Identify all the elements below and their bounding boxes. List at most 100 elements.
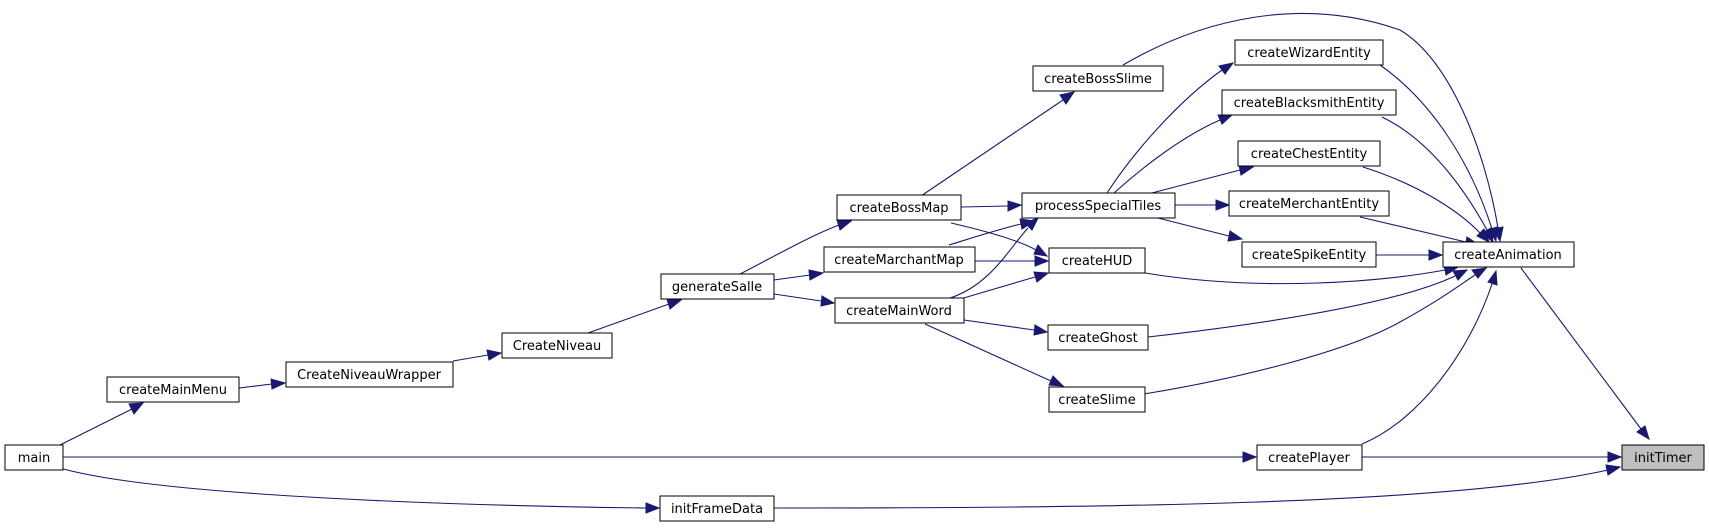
arrowhead-createSpikeEntity	[1227, 230, 1244, 242]
arrowhead-initTimer-3	[1605, 464, 1622, 476]
edge-CreateNiveau-to-generateSalle	[587, 303, 670, 334]
node-label-createMerchantEntity: createMerchantEntity	[1239, 197, 1379, 212]
node-label-createChestEntity: createChestEntity	[1251, 147, 1368, 162]
node-generateSalle[interactable]: generateSalle	[660, 273, 775, 300]
call-graph-edges	[59, 12, 1650, 514]
edge-generateSalle-to-createBossMap	[739, 224, 840, 275]
node-label-initFrameData: initFrameData	[671, 502, 763, 517]
edge-generateSalle-to-createMarchantMap	[773, 274, 811, 281]
arrowhead-createPlayer	[1242, 451, 1258, 463]
arrowhead-CreateNiveau	[486, 349, 503, 361]
edge-createChestEntity-to-createAnimation	[1362, 166, 1481, 234]
node-initFrameData[interactable]: initFrameData	[659, 495, 775, 522]
arrowhead-createHUD-3	[1033, 271, 1050, 283]
edge-createAnimation-to-initTimer	[1520, 267, 1642, 430]
arrowhead-initFrameData	[645, 502, 661, 514]
node-label-CreateNiveau: CreateNiveau	[513, 339, 601, 354]
node-label-createHUD: createHUD	[1062, 254, 1133, 269]
edge-main-to-createMainMenu	[59, 408, 133, 446]
arrowhead-createMarchantMap	[808, 269, 825, 281]
node-createHUD[interactable]: createHUD	[1048, 247, 1146, 274]
node-createMarchantMap[interactable]: createMarchantMap	[823, 246, 976, 273]
edge-createMainMenu-to-CreateNiveauWrapper	[238, 383, 273, 389]
node-createMainMenu[interactable]: createMainMenu	[106, 376, 240, 403]
edge-generateSalle-to-createMainWord	[773, 293, 822, 302]
node-label-createMainMenu: createMainMenu	[119, 383, 227, 398]
node-createBlacksmithEntity[interactable]: createBlacksmithEntity	[1221, 89, 1397, 116]
node-label-createAnimation: createAnimation	[1454, 248, 1562, 263]
arrowhead-initTimer-1	[1636, 425, 1650, 441]
arrowhead-createGhost	[1033, 324, 1049, 336]
node-createGhost[interactable]: createGhost	[1047, 324, 1149, 351]
edge-createSlime-to-createAnimation	[1117, 274, 1476, 399]
edge-createHUD-to-createAnimation	[1144, 269, 1446, 285]
node-createMerchantEntity[interactable]: createMerchantEntity	[1228, 190, 1390, 217]
edge-initFrameData-to-initTimer	[773, 469, 1609, 509]
node-processSpecialTiles[interactable]: processSpecialTiles	[1021, 192, 1176, 219]
arrowhead-CreateNiveauWrapper	[270, 378, 287, 390]
edge-processSpecialTiles-to-createSpikeEntity	[1149, 215, 1230, 237]
node-label-createPlayer: createPlayer	[1268, 451, 1350, 466]
edge-createMainWord-to-createSlime	[924, 323, 1052, 382]
edge-processSpecialTiles-to-createChestEntity	[1147, 169, 1241, 195]
arrowhead-createAnimation-10	[1487, 269, 1498, 286]
arrowhead-createAnimation-6	[1428, 249, 1444, 261]
node-CreateNiveauWrapper[interactable]: CreateNiveauWrapper	[285, 361, 454, 388]
node-label-createBossMap: createBossMap	[849, 201, 948, 216]
node-label-createMainWord: createMainWord	[846, 304, 952, 319]
edge-createMainWord-to-createGhost	[963, 319, 1035, 331]
edge-createGhost-to-createAnimation	[1147, 275, 1456, 338]
arrowhead-createMainMenu	[128, 402, 145, 415]
edge-createBossMap-to-processSpecialTiles	[960, 205, 1009, 208]
edge-CreateNiveauWrapper-to-CreateNiveau	[452, 354, 489, 362]
arrowhead-initTimer-2	[1607, 451, 1623, 463]
arrowhead-createHUD-2	[1034, 255, 1050, 267]
arrowhead-createHUD-1	[1033, 244, 1049, 257]
node-label-initTimer: initTimer	[1634, 451, 1692, 466]
edge-processSpecialTiles-to-createBlacksmithEntity	[1113, 119, 1221, 194]
arrowhead-createWizardEntity	[1218, 62, 1235, 75]
node-createPlayer[interactable]: createPlayer	[1256, 444, 1363, 471]
node-label-generateSalle: generateSalle	[672, 280, 762, 295]
arrowhead-createBossSlime	[1059, 91, 1076, 105]
node-initTimer[interactable]: initTimer	[1621, 444, 1705, 471]
arrowhead-createMerchantEntity	[1215, 199, 1231, 211]
edge-createBossMap-to-createHUD	[950, 222, 1037, 251]
arrowhead-createSlime	[1048, 375, 1065, 387]
node-createChestEntity[interactable]: createChestEntity	[1237, 140, 1381, 167]
node-label-main: main	[18, 451, 50, 466]
node-createSlime[interactable]: createSlime	[1048, 386, 1146, 413]
node-createSpikeEntity[interactable]: createSpikeEntity	[1241, 241, 1377, 268]
node-label-createMarchantMap: createMarchantMap	[834, 253, 964, 268]
node-createBossSlime[interactable]: createBossSlime	[1032, 65, 1164, 92]
edge-createPlayer-to-createAnimation	[1361, 283, 1493, 445]
edge-createMainWord-to-processSpecialTiles	[949, 227, 1029, 299]
arrowhead-createMainWord	[820, 295, 836, 307]
node-label-createWizardEntity: createWizardEntity	[1247, 46, 1371, 61]
arrowhead-createBlacksmithEntity	[1217, 114, 1234, 125]
edge-createBlacksmithEntity-to-createAnimation	[1381, 116, 1488, 231]
node-createAnimation[interactable]: createAnimation	[1442, 241, 1575, 268]
edge-createWizardEntity-to-createAnimation	[1379, 64, 1493, 230]
edge-createBossSlime-to-createAnimation	[1122, 12, 1499, 229]
arrowhead-createAnimation-4	[1476, 228, 1490, 244]
node-main[interactable]: main	[4, 444, 64, 471]
node-label-createSlime: createSlime	[1058, 393, 1135, 408]
arrowhead-generateSalle	[666, 298, 683, 310]
arrowhead-createAnimation-8	[1452, 269, 1469, 281]
node-createBossMap[interactable]: createBossMap	[836, 194, 962, 221]
arrowhead-processSpecialTiles-3	[1024, 217, 1040, 231]
edge-createBossMap-to-createBossSlime	[917, 99, 1064, 199]
edge-main-to-initFrameData	[59, 467, 647, 509]
node-label-createBlacksmithEntity: createBlacksmithEntity	[1234, 96, 1385, 111]
edge-processSpecialTiles-to-createWizardEntity	[1106, 69, 1223, 194]
node-label-CreateNiveauWrapper: CreateNiveauWrapper	[297, 368, 442, 383]
node-createWizardEntity[interactable]: createWizardEntity	[1234, 39, 1384, 66]
node-label-createBossSlime: createBossSlime	[1044, 72, 1152, 87]
edge-createMerchantEntity-to-createAnimation	[1359, 216, 1467, 243]
arrowhead-createAnimation-9	[1471, 267, 1488, 279]
node-CreateNiveau[interactable]: CreateNiveau	[501, 332, 613, 359]
node-createMainWord[interactable]: createMainWord	[834, 297, 965, 324]
node-label-processSpecialTiles: processSpecialTiles	[1035, 199, 1162, 214]
